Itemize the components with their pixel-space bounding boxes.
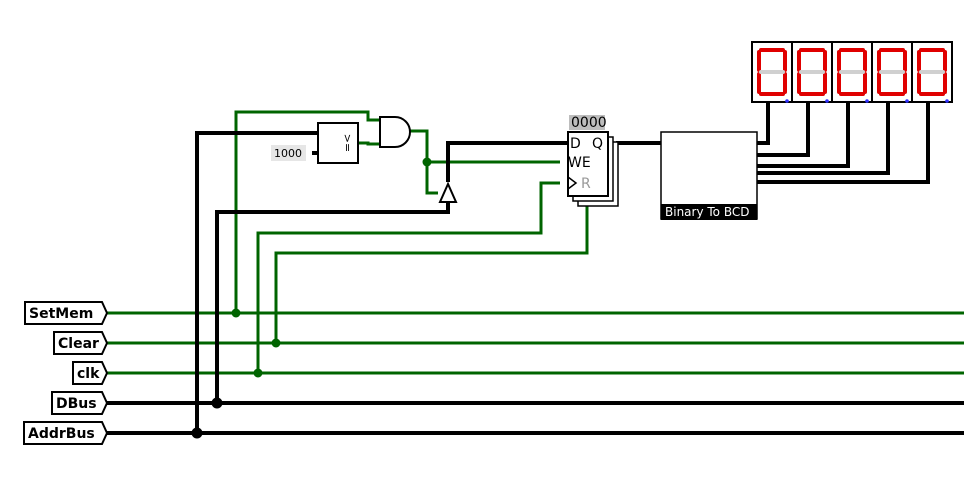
wire-and-to-we: [407, 129, 560, 164]
wire-bcd-digit-3: [757, 100, 850, 168]
display-pin-dot: [905, 99, 909, 103]
display-pin-dot: [785, 99, 789, 103]
seven-segment-digit-2: [791, 41, 833, 103]
pin-clk-label: clk: [77, 366, 100, 382]
wire-clk-to-register: [256, 181, 560, 373]
wire-dbus-riser: [215, 202, 450, 403]
pin-clk[interactable]: clk: [72, 361, 109, 385]
wire-addrbus-riser: [195, 131, 318, 433]
register-clock-triangle: [567, 176, 578, 190]
pin-setmem-label: SetMem: [29, 306, 93, 322]
register-value: 0000: [571, 115, 607, 131]
seven-segment-displays: [751, 41, 953, 103]
seven-segment-digit-3: [831, 41, 873, 103]
comparator-symbol: >=: [341, 134, 354, 152]
register-d-label: D: [570, 136, 581, 152]
comparator[interactable]: >=: [317, 122, 359, 164]
pin-addrbus-label: AddrBus: [28, 426, 95, 442]
register-q-label: Q: [592, 136, 603, 152]
register[interactable]: 0000 D Q WE R: [567, 115, 619, 207]
junction-clk: [253, 368, 263, 378]
binary-to-bcd[interactable]: Binary To BCD: [660, 131, 758, 220]
constant-value: 1000: [274, 147, 302, 160]
seven-segment-digit-1: [751, 41, 793, 103]
register-we-label: WE: [568, 155, 591, 171]
pin-dbus-label: DBus: [56, 396, 97, 412]
wire-cmp-to-and: [358, 141, 380, 146]
seven-segment-digit-5: [911, 41, 953, 103]
constant-1000[interactable]: 1000: [271, 145, 306, 161]
junction-addrbus: [191, 427, 203, 439]
pin-addrbus[interactable]: AddrBus: [23, 421, 109, 445]
bcd-label: Binary To BCD: [665, 205, 749, 219]
wire-bcd-digit-2: [757, 100, 810, 157]
pin-dbus[interactable]: DBus: [51, 391, 109, 415]
display-pin-dot: [945, 99, 949, 103]
wire-buffer-to-d: [446, 141, 568, 182]
wire-clear-to-reset: [274, 200, 589, 343]
junction-dbus: [211, 397, 223, 409]
junction-and-out: [422, 157, 432, 167]
register-r-label: R: [581, 176, 591, 192]
seven-segment-digit-4: [871, 41, 913, 103]
wire-and-to-buffer: [425, 162, 438, 195]
pin-clear[interactable]: Clear: [53, 331, 109, 355]
pin-setmem[interactable]: SetMem: [24, 301, 109, 325]
pin-clear-label: Clear: [58, 336, 99, 352]
wire-setmem-to-and: [234, 110, 380, 313]
wire-bcd-digit-5: [757, 100, 930, 184]
wire-bcd-digit-4: [757, 100, 890, 175]
and-gate[interactable]: [379, 116, 411, 148]
display-pin-dot: [865, 99, 869, 103]
wire-bcd-digit-1: [757, 100, 770, 145]
junction-clear: [271, 338, 281, 348]
junction-setmem: [231, 308, 241, 318]
controlled-buffer[interactable]: [438, 181, 458, 203]
register-value-bg: [569, 115, 605, 130]
display-pin-dot: [825, 99, 829, 103]
